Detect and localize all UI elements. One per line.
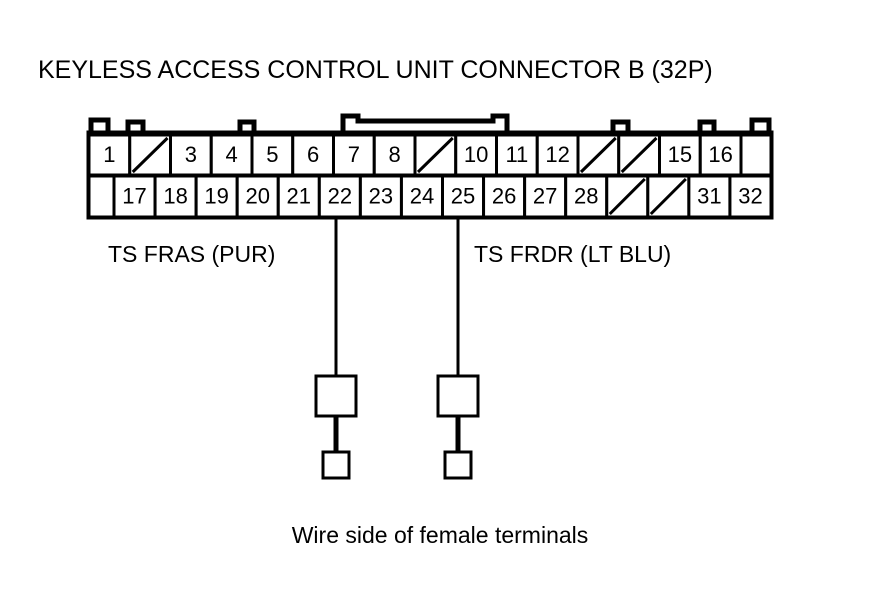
pin-cell-22[interactable] (317, 174, 362, 219)
housing-tab-5 (610, 119, 631, 133)
pin-number-7: 7 (348, 142, 360, 167)
page-title: KEYLESS ACCESS CONTROL UNIT CONNECTOR B … (38, 56, 713, 84)
pin-number-3: 3 (185, 142, 197, 167)
wire-label-fras: TS FRAS (PUR) (108, 241, 276, 267)
pin-number-32: 32 (738, 183, 762, 208)
pin-number-18: 18 (163, 183, 187, 208)
housing-tab-left (88, 117, 111, 133)
pin-number-6: 6 (307, 142, 319, 167)
pin-number-10: 10 (464, 142, 488, 167)
pin-number-20: 20 (245, 183, 269, 208)
pin-cell-10[interactable] (454, 133, 498, 177)
pin-cell-11[interactable] (495, 133, 539, 177)
pin-number-31: 31 (697, 183, 721, 208)
bottom-row-lip-start (87, 174, 116, 219)
housing-tab-right (749, 117, 772, 133)
pin-number-15: 15 (668, 142, 692, 167)
pin-row-top: 1 3 4 5 6 7 8 10 11 12 15 16 (87, 133, 773, 177)
pin-number-21: 21 (287, 183, 311, 208)
pin-blank-slash-13 (579, 136, 617, 174)
pin-cell-19[interactable] (194, 174, 239, 219)
terminal-body-frdr (436, 374, 480, 418)
pin-number-24: 24 (410, 183, 434, 208)
pin-cell-24[interactable] (399, 174, 444, 219)
pin-number-26: 26 (492, 183, 516, 208)
pin-cell-28[interactable] (564, 174, 609, 219)
terminal-group-frdr (436, 219, 480, 480)
pin-blank-slash-14 (620, 136, 658, 174)
pin-cell-17[interactable] (112, 174, 157, 219)
pin-number-23: 23 (369, 183, 393, 208)
terminal-tip-frdr (443, 450, 473, 480)
top-row-lip-end (739, 133, 773, 177)
housing-tab-2 (125, 119, 146, 133)
pin-number-22: 22 (328, 183, 352, 208)
pin-number-5: 5 (266, 142, 278, 167)
pin-number-28: 28 (574, 183, 598, 208)
terminal-body-fras (314, 374, 358, 418)
pin-blank-slash-30 (649, 177, 687, 216)
pin-blank-slash-9 (416, 136, 454, 174)
pin-blank-slash-2 (131, 136, 169, 174)
pin-cell-25[interactable] (441, 174, 486, 219)
pin-number-19: 19 (204, 183, 228, 208)
pin-number-16: 16 (708, 142, 732, 167)
pin-number-8: 8 (389, 142, 401, 167)
pin-blank-slash-29 (608, 177, 646, 216)
figure-caption: Wire side of female terminals (291, 522, 589, 548)
terminal-tip-fras (321, 450, 351, 480)
pin-cell-32[interactable] (728, 174, 773, 219)
wire-label-frdr: TS FRDR (LT BLU) (474, 241, 672, 267)
pin-number-4: 4 (226, 142, 238, 167)
pin-number-25: 25 (451, 183, 475, 208)
pin-number-11: 11 (505, 142, 528, 167)
housing-tab-6 (697, 119, 717, 133)
pin-cell-18[interactable] (153, 174, 198, 219)
pin-number-27: 27 (533, 183, 557, 208)
pin-number-17: 17 (122, 183, 146, 208)
housing-center-latch (340, 113, 510, 133)
pin-number-1: 1 (103, 142, 115, 167)
pin-row-bottom: 17 18 19 20 21 22 23 24 25 26 27 28 31 32 (87, 174, 773, 219)
pin-number-12: 12 (545, 142, 569, 167)
pin-cell-26[interactable] (482, 174, 527, 219)
housing-tab-3 (237, 119, 257, 133)
pin-cell-31[interactable] (687, 174, 732, 219)
terminal-group-fras (314, 219, 358, 480)
